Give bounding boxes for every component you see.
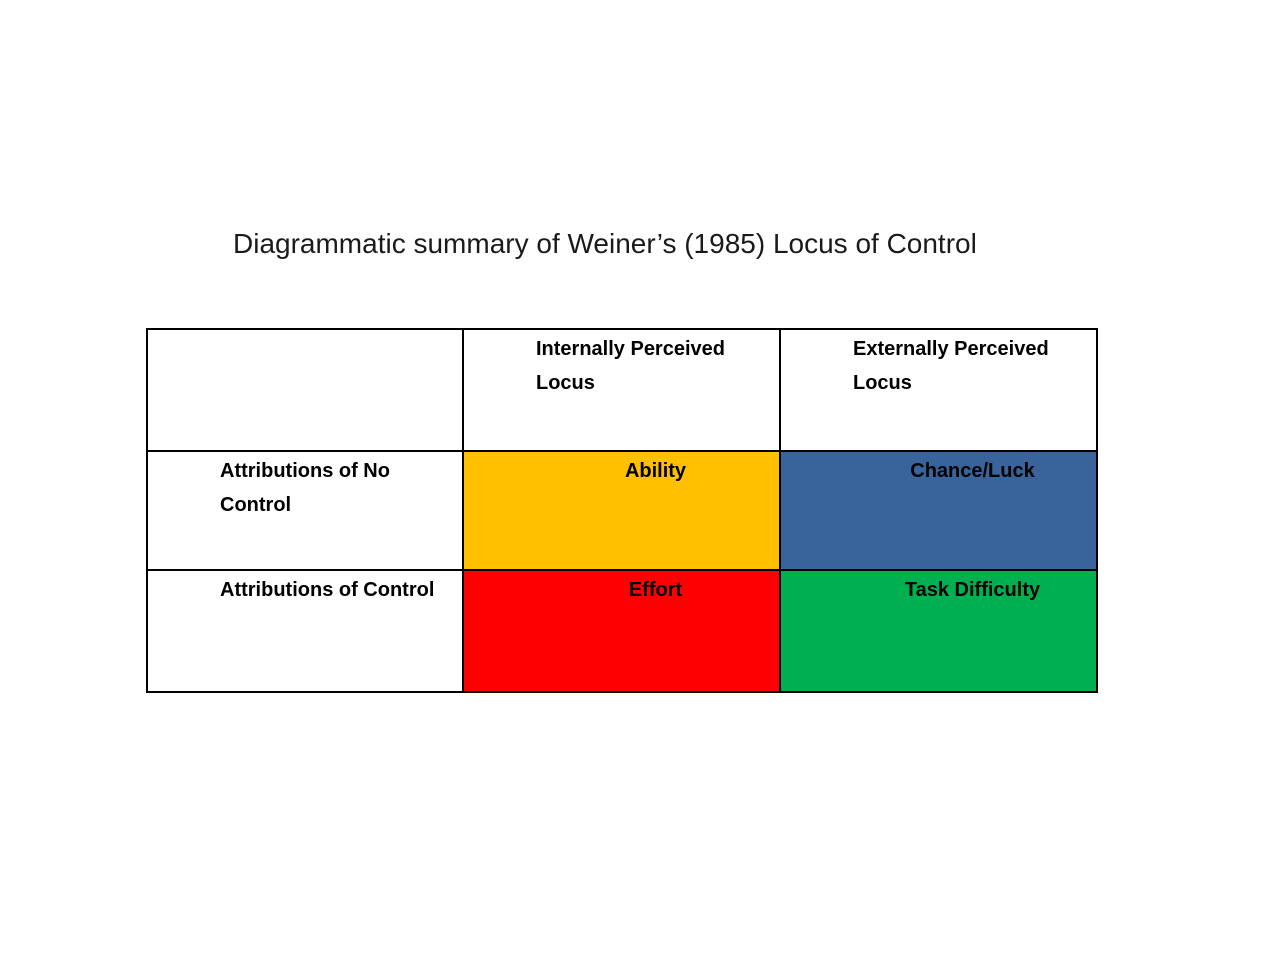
row-header-control: Attributions of Control [146,569,464,693]
row-control: Attributions of Control Effort Task Diff… [146,569,1098,693]
row-header-no-control: Attributions of No Control [146,450,464,571]
corner-blank-cell [146,328,464,452]
cell-chance-luck: Chance/Luck [779,450,1098,571]
diagram-title: Diagrammatic summary of Weiner’s (1985) … [233,228,977,259]
row-no-control: Attributions of No Control Ability Chanc… [146,450,1098,571]
cell-task-difficulty: Task Difficulty [779,569,1098,693]
cell-effort: Effort [462,569,781,693]
col-header-external-locus: Externally Perceived Locus [779,328,1098,452]
col-header-internal-locus: Internally Perceived Locus [462,328,781,452]
header-row: Internally Perceived Locus Externally Pe… [146,328,1098,452]
locus-of-control-matrix: Internally Perceived Locus Externally Pe… [146,328,1098,693]
cell-ability: Ability [462,450,781,571]
